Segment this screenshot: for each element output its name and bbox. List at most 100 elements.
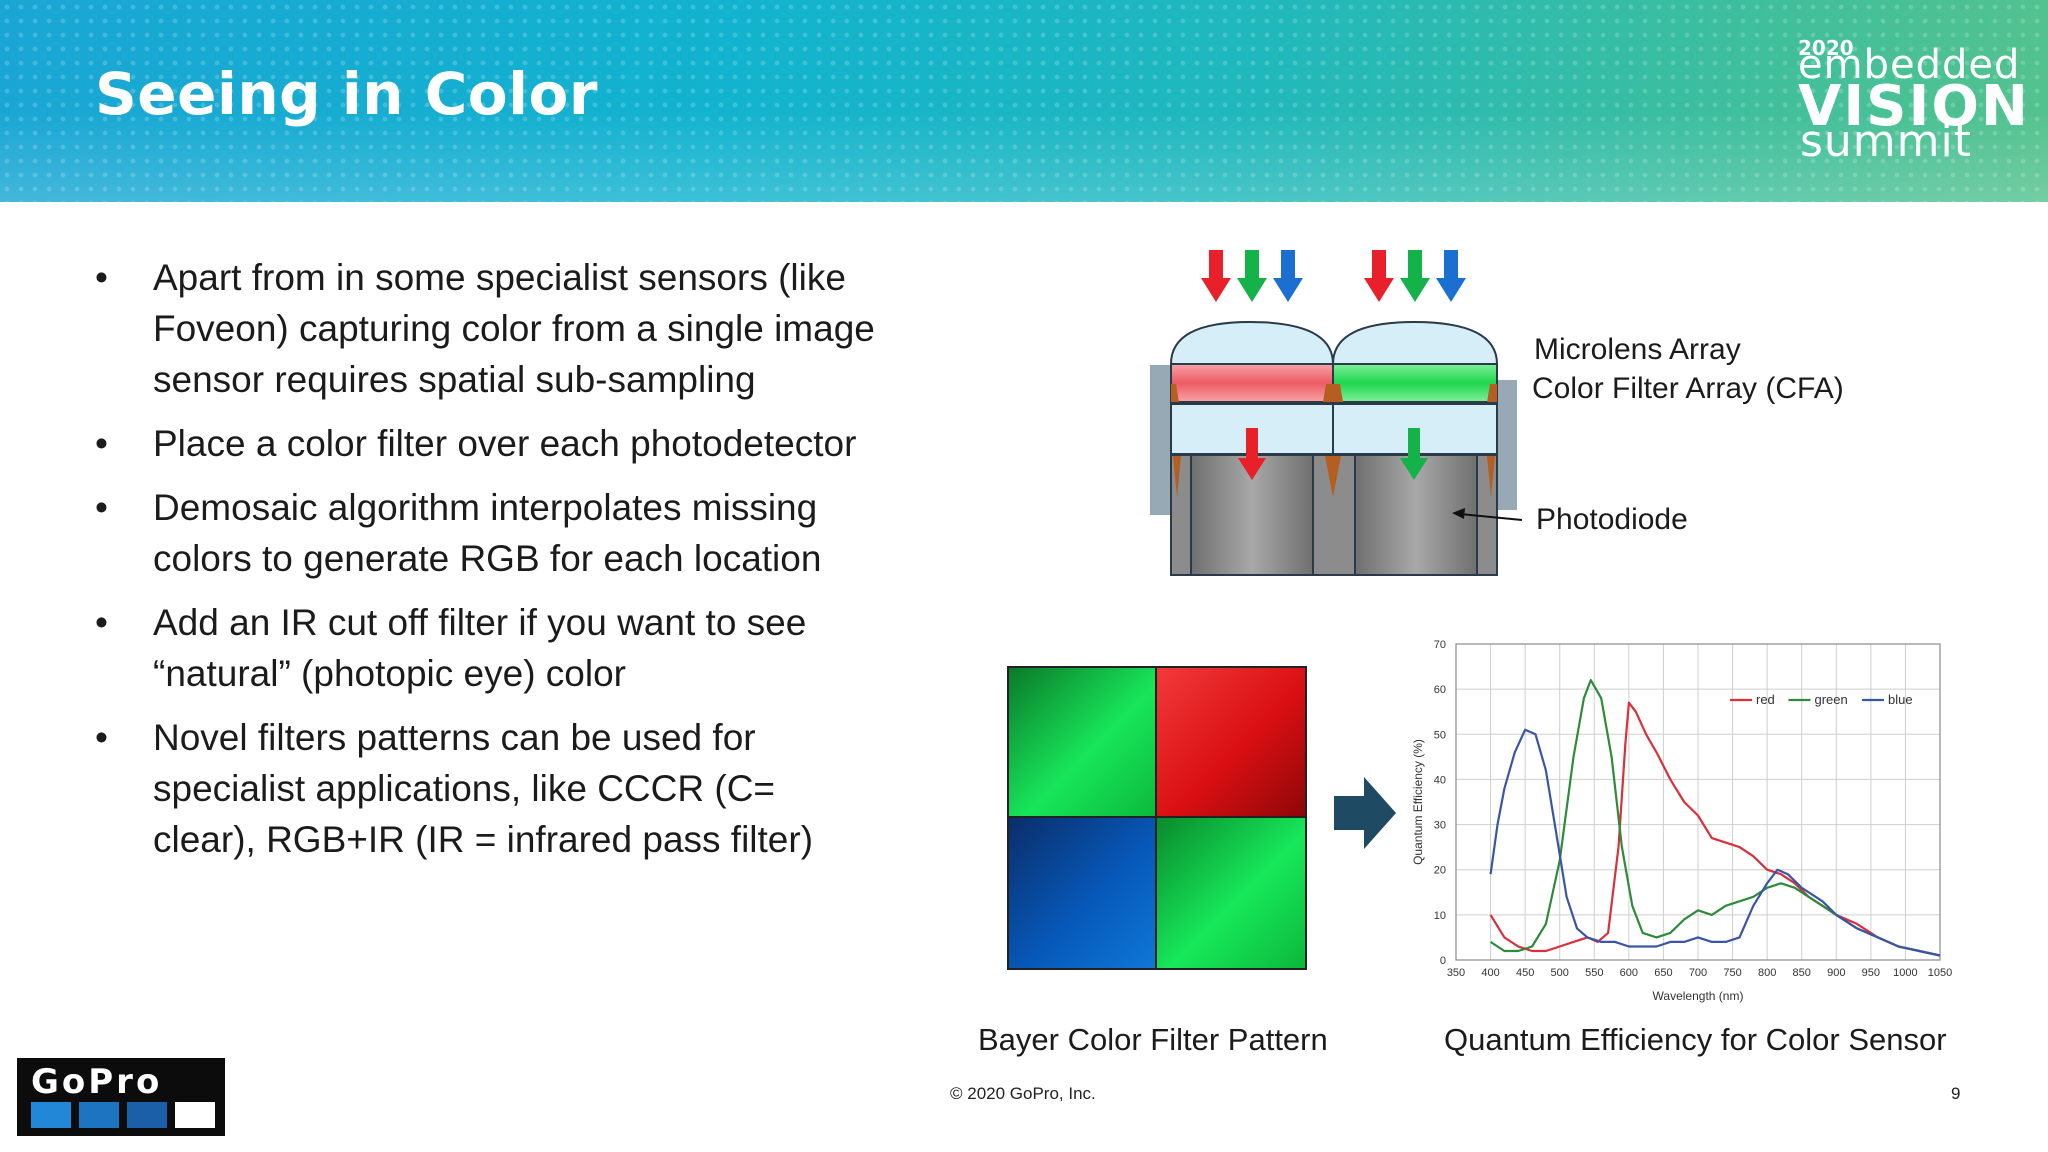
x-tick-label: 900 [1827,967,1845,979]
x-tick-label: 500 [1551,967,1569,979]
x-tick-label: 850 [1793,967,1811,979]
gopro-wordmark: GoPro [31,1062,163,1102]
bayer-grid-line [1155,668,1157,968]
bullet-text: Place a color filter over each photodete… [153,423,857,464]
embedded-vision-summit-logo: 2020 embedded VISION summit [1798,36,2028,167]
bullet-item: • Novel filters patterns can be used for … [95,712,885,865]
plot-frame [1455,643,1941,961]
header-banner: Seeing in Color 2020 embedded VISION sum… [0,0,2048,202]
series-line-red [1489,701,1941,957]
bayer-cell-red [1157,668,1305,818]
sensor-side-wall [1497,380,1517,510]
x-tick-label: 350 [1447,967,1465,979]
x-tick-label: 650 [1654,967,1672,979]
legend-label-green: green [1815,692,1848,707]
y-tick-label: 30 [1434,820,1446,832]
y-tick-label: 70 [1434,639,1446,651]
y-tick-label: 20 [1434,865,1446,877]
x-tick-label: 550 [1585,967,1603,979]
gopro-logo: GoPro [17,1058,225,1136]
legend-label-blue: blue [1888,692,1913,707]
x-tick-label: 450 [1516,967,1534,979]
x-tick-label: 700 [1689,967,1707,979]
metal-spacer [1171,384,1179,402]
bayer-cell-green [1157,818,1305,968]
bullet-text: Add an IR cut off filter if you want to … [153,602,807,694]
x-tick-label: 950 [1862,967,1880,979]
bayer-cell-green [1009,668,1157,818]
microlens [1331,320,1499,365]
x-tick-label: 750 [1723,967,1741,979]
incoming-green-light-arrow [1400,250,1430,302]
logo-line-vision: VISION [1798,74,2030,139]
bayer-cell-blue [1009,818,1157,968]
legend-label-red: red [1756,692,1775,707]
incoming-blue-light-arrow [1436,250,1466,302]
metal-spacer [1325,456,1341,497]
bayer-grid-line [1009,816,1305,818]
color-filter-array-label: Color Filter Array (CFA) [1532,372,1844,405]
photodiode-label: Photodiode [1536,503,1688,536]
bullet-item: • Add an IR cut off filter if you want to… [95,597,885,699]
x-tick-label: 800 [1758,967,1776,979]
bullet-dot: • [95,257,108,298]
sensor-side-wall [1150,365,1170,515]
bullet-text: Apart from in some specialist sensors (l… [153,257,875,400]
x-tick-label: 1000 [1893,967,1917,979]
photodiode-pointer-line [1459,513,1523,521]
color-filter-green [1332,363,1498,403]
banner-fade [0,0,2048,202]
microlens-array-label: Microlens Array [1534,333,1741,366]
y-axis-label: Quantum Efficiency (%) [1411,739,1425,865]
bullet-item: • Place a color filter over each photodet… [95,418,885,469]
bullet-list: • Apart from in some specialist sensors (… [95,252,885,878]
incoming-blue-light-arrow [1273,250,1303,302]
bullet-dot: • [95,423,108,464]
qe-caption: Quantum Efficiency for Color Sensor [1444,1022,1947,1057]
incoming-green-light-arrow [1237,250,1267,302]
y-tick-label: 40 [1434,774,1446,786]
slide-title: Seeing in Color [95,60,598,128]
microlens [1169,320,1335,365]
filtered-red-light-arrow [1238,428,1266,480]
bayer-caption: Bayer Color Filter Pattern [978,1022,1328,1057]
y-tick-label: 0 [1440,955,1446,967]
y-tick-label: 10 [1434,910,1446,922]
y-tick-label: 60 [1434,684,1446,696]
incoming-red-light-arrow [1201,250,1231,302]
x-tick-label: 1050 [1928,967,1952,979]
page-number: 9 [1951,1084,1961,1103]
y-tick-label: 50 [1434,729,1446,741]
sensor-cross-section-diagram [1150,250,1523,576]
bullet-item: • Demosaic algorithm interpolates missing… [95,482,885,584]
logo-square [31,1102,71,1128]
logo-square [175,1102,215,1128]
bullet-text: Demosaic algorithm interpolates missing … [153,487,822,579]
x-axis-label: Wavelength (nm) [1653,989,1744,1003]
bullet-item: • Apart from in some specialist sensors (… [95,252,885,405]
photodiode-pointer-head [1452,508,1465,519]
logo-line-summit: summit [1800,116,1973,167]
logo-square [79,1102,119,1128]
metal-spacer [1323,384,1343,402]
bullet-dot: • [95,602,108,643]
metal-spacer [1487,384,1497,402]
x-tick-label: 400 [1481,967,1499,979]
color-filter-red [1170,363,1334,403]
bullet-dot: • [95,487,108,528]
incoming-red-light-arrow [1364,250,1394,302]
logo-year: 2020 [1798,36,1854,60]
bullet-text: Novel filters patterns can be used for s… [153,717,814,860]
logo-line-embedded: embedded [1798,42,2021,88]
copyright-text: © 2020 GoPro, Inc. [950,1084,1096,1103]
logo-square [127,1102,167,1128]
series-line-green [1489,679,1941,957]
metal-spacer [1173,456,1181,497]
filtered-green-light-arrow [1400,428,1428,480]
banner-dot-pattern [0,0,2048,202]
metal-spacer [1487,456,1495,497]
bayer-pattern [1007,666,1307,970]
bullet-dot: • [95,717,108,758]
series-line-blue [1489,728,1941,957]
